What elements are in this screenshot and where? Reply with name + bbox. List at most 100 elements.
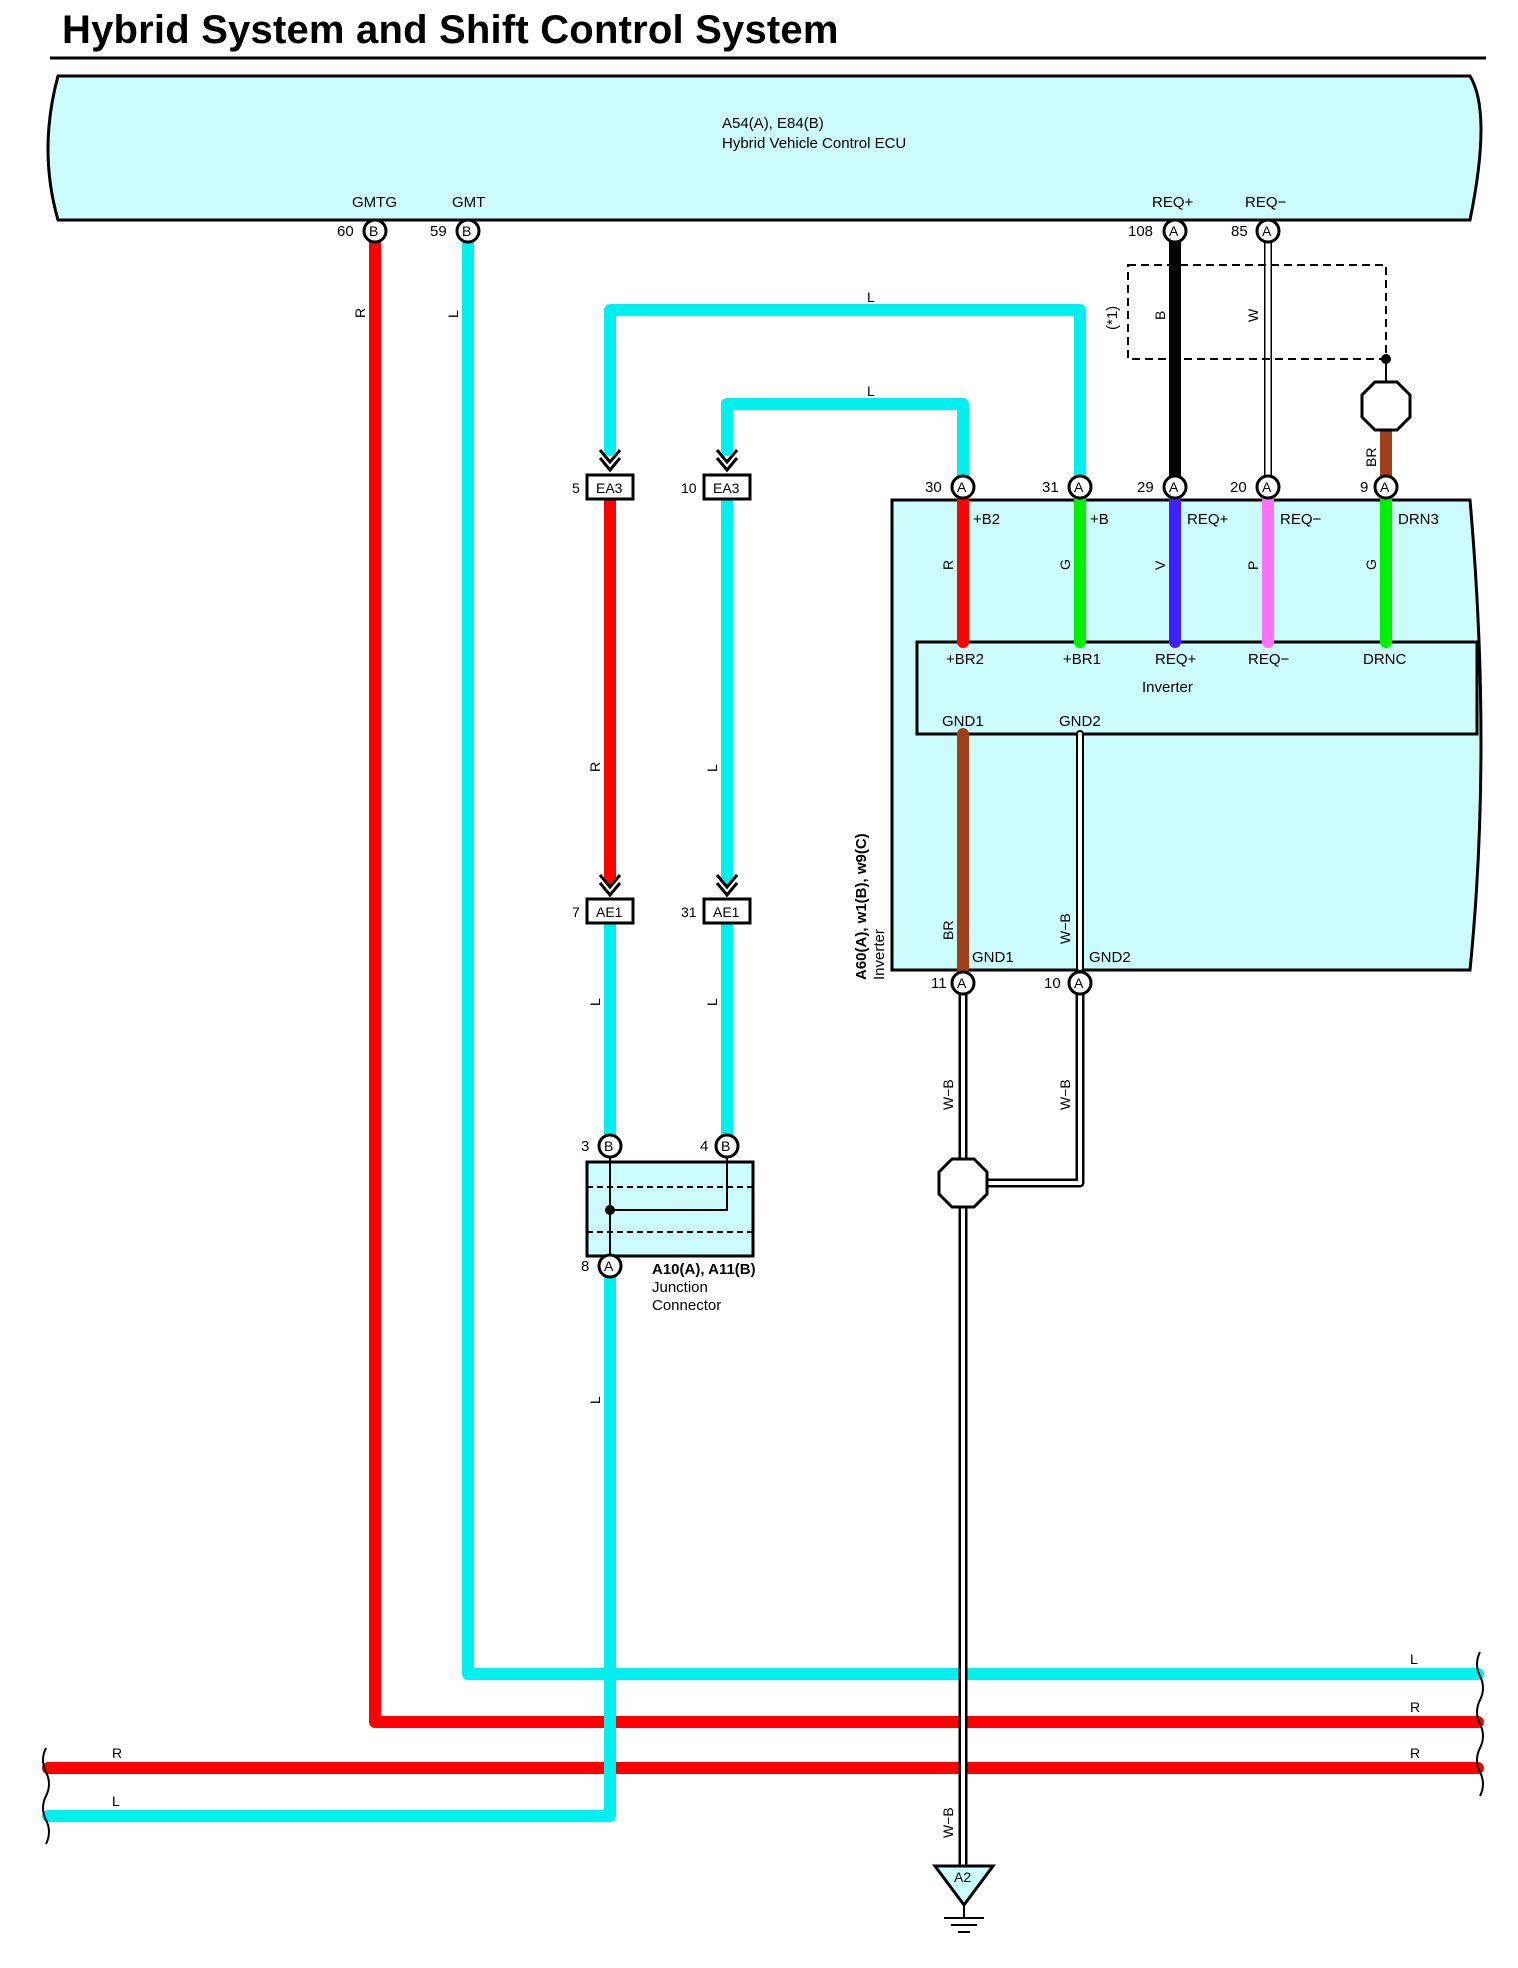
wire-label: L xyxy=(445,310,461,318)
pin-number: 9 xyxy=(1360,479,1368,496)
pin-markers xyxy=(362,218,1399,1279)
pin-number: 29 xyxy=(1137,479,1154,496)
pin-conn-letter: A xyxy=(1074,479,1084,495)
wire-b2-l xyxy=(721,398,969,491)
wire-label: B xyxy=(1152,311,1168,320)
inverter-inner-box xyxy=(915,640,1479,736)
terminal-marker xyxy=(1067,474,1093,500)
wire-label: R xyxy=(1410,1745,1420,1761)
shield-splice xyxy=(1360,380,1412,432)
terminal-marker xyxy=(950,970,976,996)
shield-box xyxy=(1127,264,1387,360)
connector-pin: 10 xyxy=(681,480,697,496)
pin-number: 4 xyxy=(700,1138,708,1155)
wire-label: L xyxy=(1410,1651,1418,1667)
terminal-marker xyxy=(950,474,976,500)
pin-conn-letter: A xyxy=(1262,223,1272,239)
junction-code: A10(A), A11(B) xyxy=(652,1261,756,1278)
wire-label: L xyxy=(867,383,875,399)
chevron-icon xyxy=(715,874,739,898)
inverter-inner-label: REQ+ xyxy=(1155,651,1197,668)
inverter-inner-label: GND1 xyxy=(942,713,984,730)
connector-pin: 5 xyxy=(572,480,580,496)
ecu-terminal-label-req-plus: REQ+ xyxy=(1152,194,1194,211)
inverter-terminal-label: DRN3 xyxy=(1398,511,1439,528)
wire-label: V xyxy=(1152,560,1168,570)
wire-gmt-l xyxy=(462,224,1484,1680)
pin-number: 108 xyxy=(1128,223,1153,240)
junction-name-1: Junction xyxy=(652,1279,708,1296)
connector-name: AE1 xyxy=(713,904,740,920)
wire-label: R xyxy=(352,308,368,318)
connector-ea3-box-1 xyxy=(585,473,635,501)
pin-conn-letter: A xyxy=(957,479,967,495)
terminal-marker xyxy=(1162,474,1188,500)
wires xyxy=(42,224,1484,1871)
ground-splice xyxy=(937,1157,989,1209)
connector-pin: 7 xyxy=(572,904,580,920)
wire-label: L xyxy=(704,764,720,772)
inverter-name: Inverter xyxy=(871,929,888,980)
chevron-icon xyxy=(598,874,622,898)
inverter-terminal-label: REQ− xyxy=(1280,511,1322,528)
ecu-code: A54(A), E84(B) xyxy=(722,115,824,132)
ground-triangle xyxy=(932,1864,996,1908)
pin-number: 60 xyxy=(337,223,354,240)
wire-gmtg-r xyxy=(369,224,1484,1728)
wire-label: G xyxy=(1363,559,1379,570)
wire-label: L xyxy=(587,1396,603,1404)
wire-label: W−B xyxy=(940,1079,956,1110)
wire-label: R xyxy=(587,762,603,772)
inverter-inner-label: +BR1 xyxy=(1063,651,1101,668)
terminal-marker xyxy=(362,218,388,244)
inverter-inner-label: +BR2 xyxy=(946,651,984,668)
pin-number: 20 xyxy=(1230,479,1247,496)
connector-name: EA3 xyxy=(596,480,623,496)
pin-conn-letter: A xyxy=(1169,223,1179,239)
connector-ae1-box-1 xyxy=(585,897,635,925)
pin-conn-letter: A xyxy=(1074,975,1084,991)
pin-number: 59 xyxy=(430,223,447,240)
wire-label: L xyxy=(112,1793,120,1809)
wire-label: L xyxy=(704,998,720,1006)
terminal-marker xyxy=(597,1133,623,1159)
wire-label: W−B xyxy=(940,1807,956,1838)
pin-number: 85 xyxy=(1231,223,1248,240)
terminal-marker xyxy=(455,218,481,244)
wire-label: BR xyxy=(940,921,956,940)
wire-label: R xyxy=(940,560,956,570)
wire-label: L xyxy=(587,998,603,1006)
ecu-terminal-label-gmt: GMT xyxy=(452,194,485,211)
break-marks xyxy=(42,1651,1484,1845)
pin-conn-letter: A xyxy=(1380,479,1390,495)
chevron-icon xyxy=(598,449,622,473)
connector-group xyxy=(585,449,752,925)
wire-gnd-wb-2 xyxy=(981,992,1082,1185)
pin-conn-letter: A xyxy=(1262,479,1272,495)
ecu-name: Hybrid Vehicle Control ECU xyxy=(722,135,906,152)
pin-conn-letter: B xyxy=(369,223,378,239)
connector-name: AE1 xyxy=(596,904,623,920)
inverter-inner-label: DRNC xyxy=(1363,651,1406,668)
inverter-inner-name: Inverter xyxy=(1142,679,1193,696)
pin-number: 8 xyxy=(581,1258,589,1275)
inverter-terminal-label: +B xyxy=(1090,511,1109,528)
inverter-inner-label: REQ− xyxy=(1248,651,1290,668)
terminal-marker xyxy=(597,1253,623,1279)
wire-label: BR xyxy=(1363,448,1379,467)
pin-number: 11 xyxy=(931,975,947,992)
terminal-marker xyxy=(1255,218,1281,244)
ground-name: A2 xyxy=(954,1869,971,1885)
wire-bus-l xyxy=(42,1264,616,1822)
junction-dot xyxy=(605,1205,615,1215)
inverter-terminal-label: GND1 xyxy=(972,949,1014,966)
wire-label: W xyxy=(1245,308,1261,322)
pin-conn-letter: B xyxy=(721,1138,730,1154)
junction-name-2: Connector xyxy=(652,1297,721,1314)
pin-conn-letter: A xyxy=(604,1258,614,1274)
pin-conn-letter: A xyxy=(1169,479,1179,495)
wire-b-l xyxy=(604,304,1086,491)
inverter-inner-label: GND2 xyxy=(1059,713,1101,730)
connector-ea3-box-2 xyxy=(702,473,752,501)
chevron-icon xyxy=(715,449,739,473)
